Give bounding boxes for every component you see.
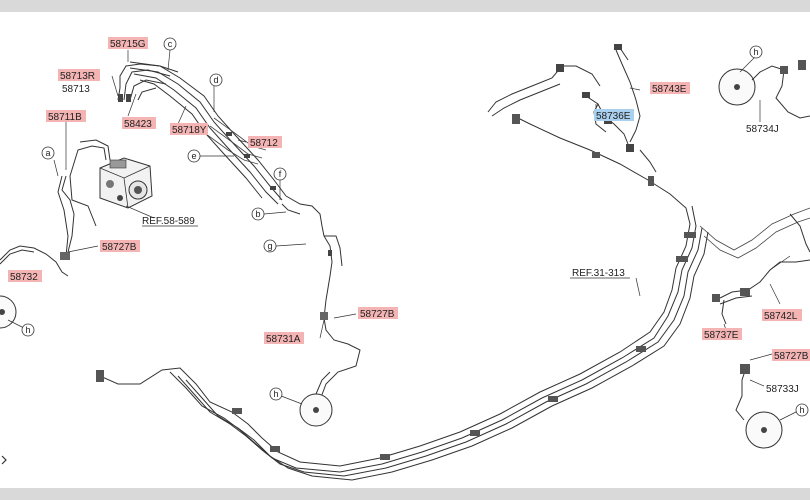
ref-text: REF.31-313 [572,268,625,279]
label-58743E[interactable]: 58743E [650,82,690,95]
leader-lines [7,49,801,421]
label-text: 58737E [704,330,739,341]
label-58733J[interactable]: 58733J [766,384,799,395]
label-text: 58718Y [172,125,207,136]
label-58423[interactable]: 58423 [122,117,156,130]
callout-c: c [163,37,177,51]
label-58715G[interactable]: 58715G [108,37,148,50]
label-58734J[interactable]: 58734J [746,124,779,135]
callout-text: h [273,389,278,399]
ref-text: REF.58-589 [142,216,195,227]
label-58742L[interactable]: 58742L [762,309,802,322]
callout-text: e [191,151,196,161]
label-58727B-left[interactable]: 58727B [100,240,140,253]
front-tube-bundle [129,61,361,401]
label-text: 58736E [596,111,631,122]
label-text: 58743E [652,84,687,95]
callout-h-upper-right: h [749,45,763,59]
rear-right-mid-lines [712,213,810,325]
callout-h-center: h [269,387,283,401]
callout-text: b [255,209,260,219]
label-text: 58727B [360,309,395,320]
label-text: 58731A [266,334,301,345]
label-58727B-right[interactable]: 58727B [772,349,810,362]
callout-text: h [799,405,804,415]
label-text: 58715G [110,39,146,50]
label-text: 58712 [250,138,278,149]
label-text: 58711B [48,112,82,123]
label-58713R[interactable]: 58713R [58,69,100,82]
front-fittings [60,94,332,320]
callout-b: b [251,207,265,221]
rear-upper-fittings [556,44,634,152]
label-58732[interactable]: 58732 [8,270,42,283]
label-58736E[interactable]: 58736E [594,109,634,122]
callout-text: f [279,169,282,179]
callout-text: g [267,241,272,251]
label-text: 58732 [10,272,38,283]
label-text: 58713 [62,84,90,95]
left-front-line [0,245,69,277]
floor-tube-bundle [99,115,810,481]
callout-g: g [263,239,277,253]
label-58737E[interactable]: 58737E [702,328,742,341]
callout-e: e [187,149,201,163]
label-text: 58423 [124,119,152,130]
callout-text: h [753,47,758,57]
ref-abs-module[interactable]: REF.58-589 [142,216,198,227]
bottom-frame-bar [0,488,810,500]
rear-right-upper-wheel [718,60,810,119]
label-text: 58734J [746,124,779,135]
label-58711B[interactable]: 58711B [46,110,86,123]
callout-text: h [25,325,30,335]
callout-f: f [273,167,287,181]
abs-module[interactable] [99,157,153,209]
left-wheel-cylinder [0,295,17,329]
center-wheel-cylinder [299,371,333,427]
callout-text: a [45,148,50,158]
callout-h-left: h [21,323,35,337]
ref-floor[interactable]: REF.31-313 [570,268,630,279]
rear-right-lower-wheel [735,364,783,449]
callout-a: a [41,146,55,160]
top-frame-bar [0,0,810,12]
label-58731A[interactable]: 58731A [264,332,304,345]
label-text: 58727B [774,351,809,362]
callout-d: d [209,73,223,87]
label-58727B-center[interactable]: 58727B [358,307,398,320]
label-58718Y[interactable]: 58718Y [170,123,208,136]
label-58712[interactable]: 58712 [248,136,282,149]
floor-clips [96,114,696,460]
label-text: 58713R [60,71,95,82]
abs-inlet-tubes [57,63,179,257]
label-text: 58727B [102,242,137,253]
label-text: 58742L [764,311,798,322]
callout-text: d [213,75,218,85]
callout-h-lower-right: h [795,403,809,417]
brake-line-diagram: 58715G 58713R 58713 58711B 58423 58718Y … [0,37,810,481]
edge-arrow-icon [1,455,7,465]
label-text: 58733J [766,384,799,395]
label-58713[interactable]: 58713 [62,84,90,95]
callout-text: c [168,39,173,49]
